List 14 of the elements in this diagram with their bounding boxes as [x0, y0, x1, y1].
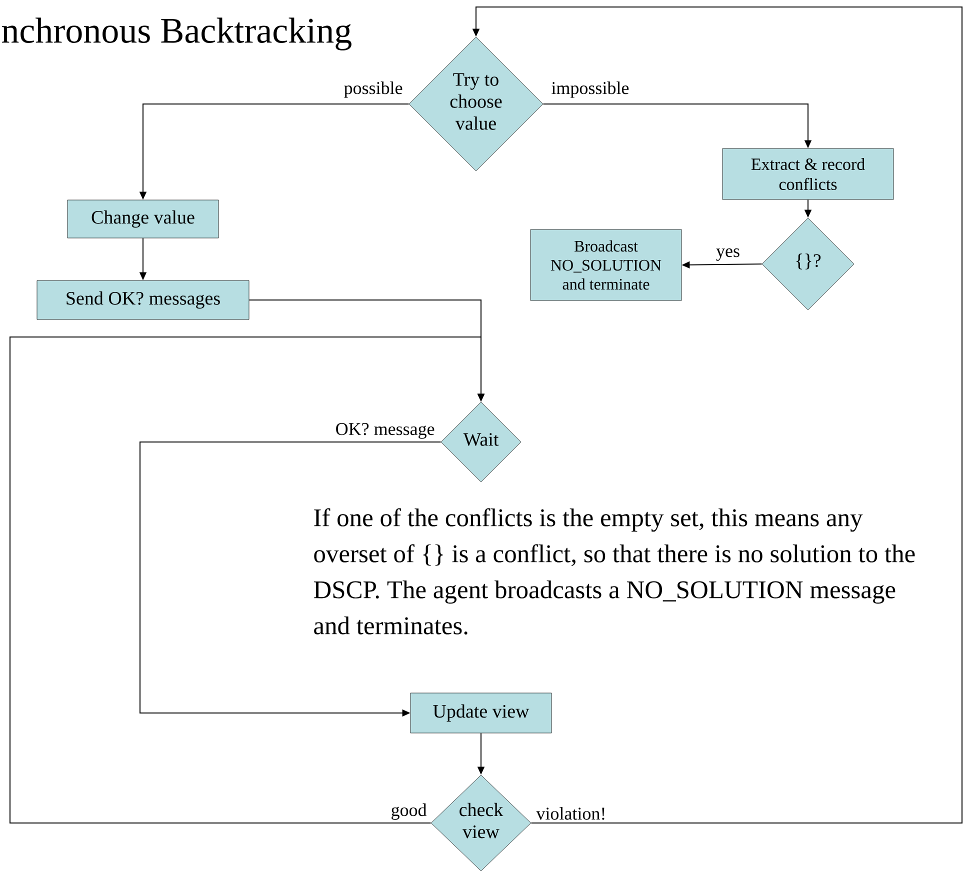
edge-label: violation!	[535, 806, 608, 821]
edge-label: yes	[715, 247, 741, 262]
process-box: Update view	[410, 692, 552, 734]
slide-title: nchronous Backtracking	[2, 18, 352, 50]
process-box: Change value	[67, 200, 219, 238]
process-box: Send OK? messages	[36, 280, 250, 320]
edge-label: possible	[342, 80, 404, 99]
edge-label: good	[390, 802, 428, 821]
process-box: Extract & record conflicts	[722, 148, 894, 200]
edge-label: impossible	[550, 80, 630, 99]
edge-label: OK? message	[334, 422, 436, 440]
arrow	[10, 336, 485, 824]
process-box: Broadcast NO_SOLUTION and terminate	[530, 229, 682, 301]
note-text: If one of the conflicts is the empty set, this means any overset of {} is a conflict, so that there is no solution to the DSCP. The agent broadcasts a NO_SOLUTION message and terminates.	[314, 508, 915, 635]
